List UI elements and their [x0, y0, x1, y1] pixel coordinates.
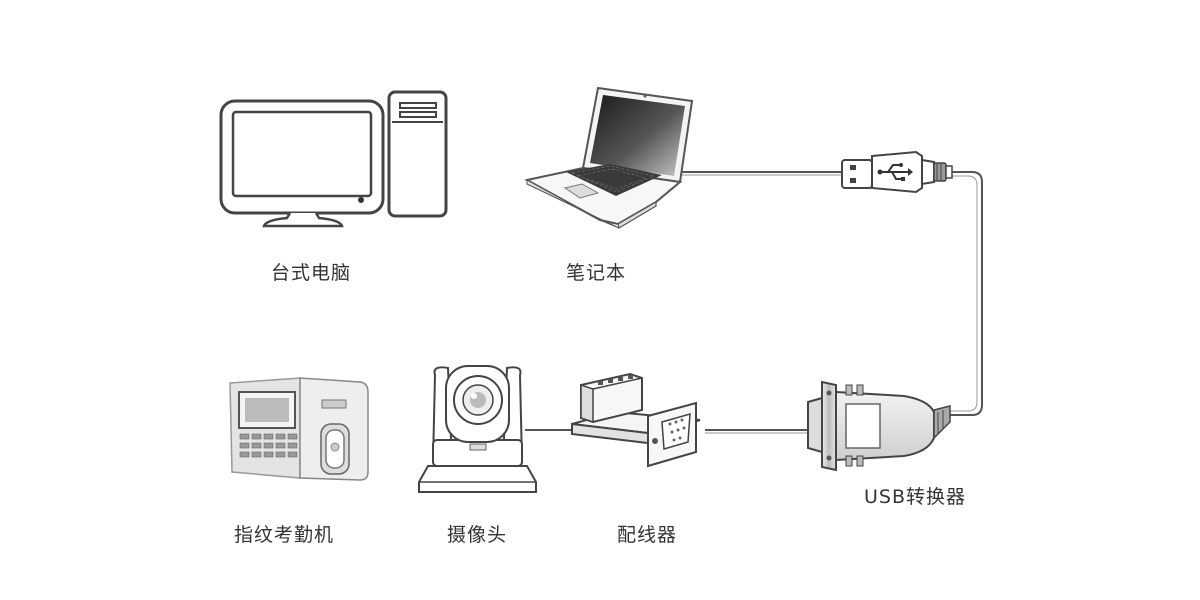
usb-converter-label: USB转换器 — [864, 486, 967, 508]
laptop-label: 笔记本 — [566, 262, 627, 284]
terminal-block-wiring-icon — [571, 372, 701, 468]
ptz-camera-icon — [418, 365, 537, 493]
desktop-label: 台式电脑 — [271, 262, 352, 284]
cable-laptop-to-usb — [678, 171, 842, 176]
camera-label: 摄像头 — [447, 524, 508, 546]
cable-usb-to-converter — [950, 171, 983, 416]
laptop-icon — [524, 86, 694, 229]
wiring-label: 配线器 — [617, 524, 678, 546]
cable-wiring-to-converter — [705, 429, 812, 434]
fingerprint-attendance-machine-icon — [229, 377, 369, 481]
usb-plug-icon — [841, 150, 953, 194]
desktop-computer-icon — [219, 90, 448, 228]
fingerprint-label: 指纹考勤机 — [234, 524, 335, 546]
db9-serial-connector-icon — [807, 380, 951, 472]
